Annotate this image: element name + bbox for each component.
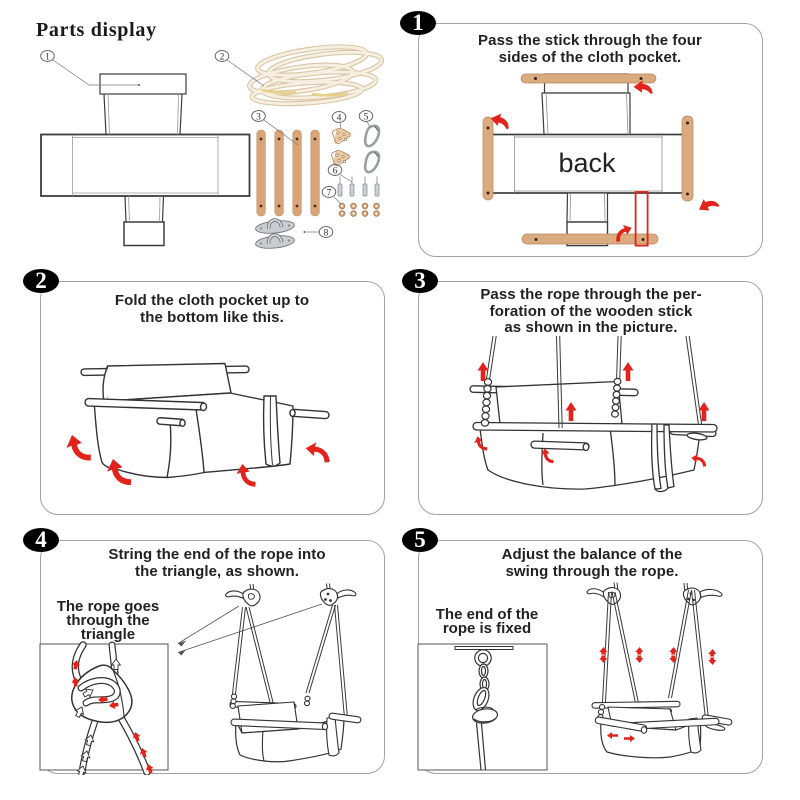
svg-text:7: 7 <box>327 188 332 198</box>
svg-text:3: 3 <box>256 112 261 122</box>
svg-text:4: 4 <box>337 113 342 123</box>
svg-text:5: 5 <box>364 112 369 122</box>
svg-text:6: 6 <box>333 166 338 176</box>
svg-text:back: back <box>558 148 616 178</box>
svg-text:8: 8 <box>324 228 329 238</box>
svg-text:2: 2 <box>220 52 225 62</box>
svg-text:1: 1 <box>45 52 50 62</box>
